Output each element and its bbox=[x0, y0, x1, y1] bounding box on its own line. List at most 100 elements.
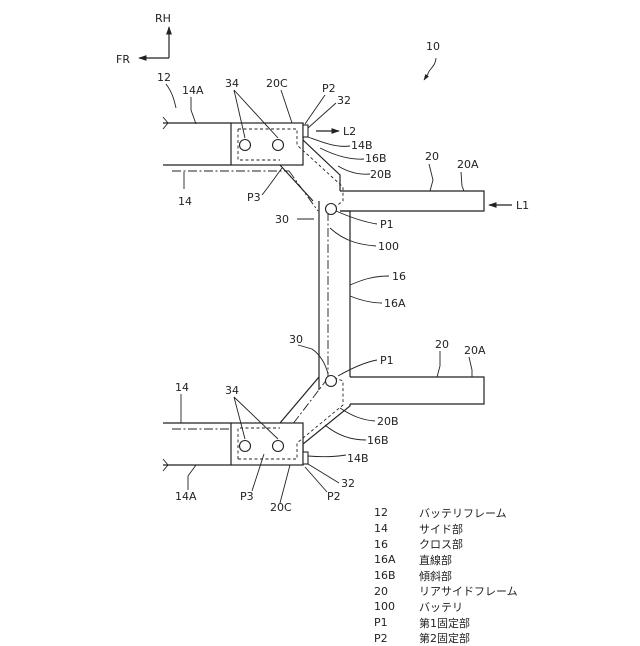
bottom-bracket-20c bbox=[231, 376, 343, 465]
ref-14-bottom: 14 bbox=[175, 381, 189, 394]
ref-l2: L2 bbox=[343, 125, 356, 138]
ref-100: 100 bbox=[378, 240, 399, 253]
ref-20-top: 20 bbox=[425, 150, 439, 163]
ref-16b-bottom: 16B bbox=[367, 434, 389, 447]
ref-10-leader bbox=[424, 58, 436, 80]
legend-row: 12バッテリフレーム bbox=[374, 505, 634, 521]
leader-20c-top bbox=[281, 90, 292, 123]
leader-16b-bottom bbox=[325, 425, 366, 440]
legend-row: 100バッテリ bbox=[374, 599, 634, 615]
ref-32-top: 32 bbox=[337, 94, 351, 107]
legend-name: リアサイドフレーム bbox=[419, 583, 518, 599]
ref-20c-bottom: 20C bbox=[270, 501, 292, 514]
leader-14a-bottom bbox=[188, 465, 196, 490]
leader-30-bottom bbox=[298, 345, 328, 374]
legend-code: 16B bbox=[374, 569, 419, 582]
legend-name: 傾斜部 bbox=[419, 568, 452, 584]
legend-code: 12 bbox=[374, 506, 419, 519]
ref-12: 12 bbox=[157, 71, 171, 84]
ref-30-bottom: 30 bbox=[289, 333, 303, 346]
leader-32-top bbox=[308, 103, 336, 128]
ref-32-bottom: 32 bbox=[341, 477, 355, 490]
ref-34-bottom: 34 bbox=[225, 384, 239, 397]
legend-code: 100 bbox=[374, 600, 419, 613]
legend-name: サイド部 bbox=[419, 521, 463, 537]
ref-14-top: 14 bbox=[178, 195, 192, 208]
legend-row: 20リアサイドフレーム bbox=[374, 583, 634, 599]
top-rear-side-frame-20 bbox=[340, 191, 484, 211]
leader-p2-top bbox=[305, 95, 325, 124]
ref-14b-top: 14B bbox=[351, 139, 373, 152]
bottom-rear-side-frame-20 bbox=[350, 377, 484, 404]
legend-name: バッテリフレーム bbox=[419, 505, 507, 521]
bolt-34-bottom-a bbox=[240, 441, 251, 452]
legend-name: 直線部 bbox=[419, 552, 452, 568]
legend-code: 16A bbox=[374, 553, 419, 566]
leader-12 bbox=[166, 84, 176, 108]
leader-20a-bottom bbox=[469, 357, 472, 377]
legend-code: 14 bbox=[374, 522, 419, 535]
ref-p3-bottom: P3 bbox=[240, 490, 254, 503]
legend-row: 14サイド部 bbox=[374, 521, 634, 537]
direction-indicator: RH FR bbox=[116, 12, 171, 66]
legend-code: P2 bbox=[374, 632, 419, 645]
ref-16a: 16A bbox=[384, 297, 406, 310]
first-fixing-point-bottom bbox=[326, 376, 337, 387]
rear-side-frame-20-top-outline bbox=[340, 191, 484, 211]
ref-20-bottom: 20 bbox=[435, 338, 449, 351]
legend-row: P1第1固定部 bbox=[374, 615, 634, 631]
first-fixing-point-top bbox=[326, 204, 337, 215]
reference-legend: 12バッテリフレーム 14サイド部 16クロス部 16A直線部 16B傾斜部 2… bbox=[374, 505, 634, 646]
legend-name: クロス部 bbox=[419, 536, 463, 552]
rh-label: RH bbox=[155, 12, 171, 25]
ref-14a-bottom: 14A bbox=[175, 490, 197, 503]
leader-100 bbox=[330, 228, 376, 246]
rear-side-frame-20-bottom-outline bbox=[350, 377, 484, 404]
ref-p3-top: P3 bbox=[247, 191, 261, 204]
legend-name: 第1固定部 bbox=[419, 615, 470, 631]
legend-name: 第2固定部 bbox=[419, 630, 470, 646]
leader-14a-top bbox=[191, 97, 196, 124]
ref-10: 10 bbox=[426, 40, 440, 53]
leader-p1-top bbox=[336, 211, 377, 224]
ref-20c-top: 20C bbox=[266, 77, 288, 90]
inclined-16b-bottom-inner bbox=[280, 377, 319, 423]
legend-code: P1 bbox=[374, 616, 419, 629]
leader-p2-bottom bbox=[305, 467, 327, 492]
inclined-16b-top-inner bbox=[280, 165, 313, 201]
leader-20a-top bbox=[461, 172, 464, 191]
second-fixing-point-top bbox=[303, 125, 308, 137]
leader-32-bottom bbox=[308, 464, 339, 483]
leader-14b-bottom bbox=[308, 455, 346, 457]
legend-code: 16 bbox=[374, 538, 419, 551]
leader-14b-top bbox=[308, 137, 350, 146]
ref-20a-top: 20A bbox=[457, 158, 479, 171]
side-part-14-top-outline bbox=[163, 123, 231, 165]
legend-row: 16A直線部 bbox=[374, 552, 634, 568]
second-fixing-point-bottom bbox=[303, 452, 308, 464]
leader-p1-bottom bbox=[338, 360, 377, 376]
ref-16: 16 bbox=[392, 270, 406, 283]
leader-p3-top bbox=[262, 168, 282, 195]
ref-p2-bottom: P2 bbox=[327, 490, 341, 503]
leader-20-top bbox=[429, 164, 433, 191]
legend-row: 16クロス部 bbox=[374, 536, 634, 552]
ref-20a-bottom: 20A bbox=[464, 344, 486, 357]
legend-name: バッテリ bbox=[419, 599, 463, 615]
ref-20b-bottom: 20B bbox=[377, 415, 399, 428]
ref-14a-top: 14A bbox=[182, 84, 204, 97]
battery-outline-bottom-corner bbox=[289, 378, 328, 429]
ref-14b-bottom: 14B bbox=[347, 452, 369, 465]
leader-16a bbox=[350, 296, 382, 303]
fr-label: FR bbox=[116, 53, 130, 66]
ref-l1: L1 bbox=[516, 199, 529, 212]
battery-outline-top-corner bbox=[289, 171, 318, 211]
legend-row: 16B傾斜部 bbox=[374, 568, 634, 584]
ref-20b-top: 20B bbox=[370, 168, 392, 181]
ref-p1-bottom: P1 bbox=[380, 354, 394, 367]
leader-20-bottom bbox=[437, 351, 440, 377]
ref-p2-top: P2 bbox=[322, 82, 336, 95]
leader-16 bbox=[350, 276, 389, 285]
bolt-34-top-a bbox=[240, 140, 251, 151]
ref-34-top: 34 bbox=[225, 77, 239, 90]
